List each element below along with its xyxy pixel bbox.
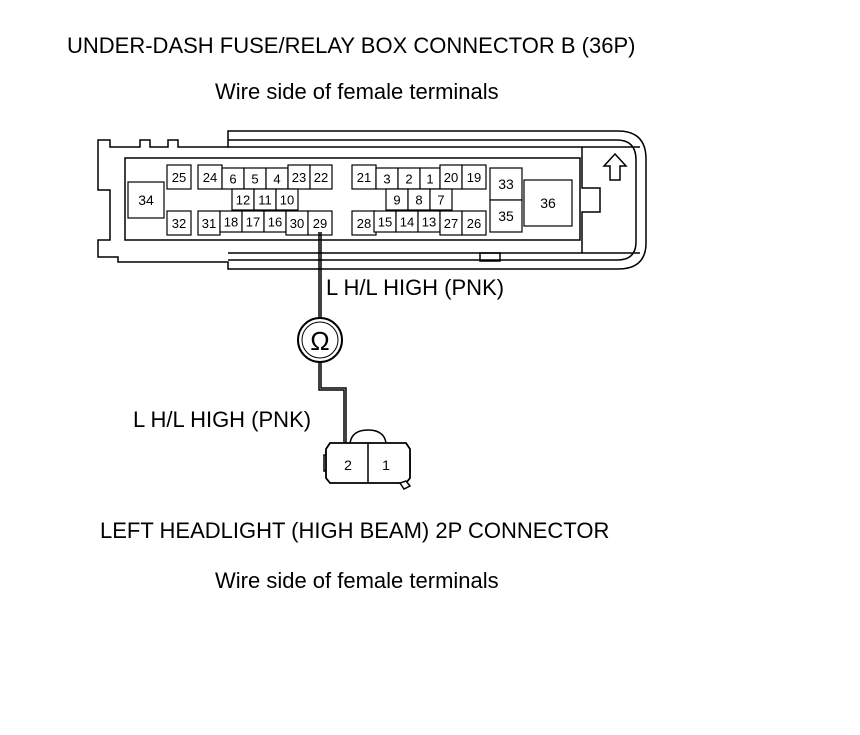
pin-20: 20 bbox=[439, 164, 463, 190]
pin-label: 16 bbox=[268, 215, 282, 230]
pin-label: 3 bbox=[383, 172, 390, 187]
pin-label: 10 bbox=[280, 193, 294, 208]
pin-label: 31 bbox=[202, 216, 216, 231]
headlight-connector-title: LEFT HEADLIGHT (HIGH BEAM) 2P CONNECTOR bbox=[100, 518, 610, 543]
pin-26: 26 bbox=[461, 210, 487, 236]
pin-label: 2 bbox=[405, 172, 412, 187]
wire-label-bottom: L H/L HIGH (PNK) bbox=[133, 407, 312, 432]
pin-label: 17 bbox=[246, 215, 260, 230]
pin-27: 27 bbox=[439, 210, 463, 236]
pin-19: 19 bbox=[461, 164, 487, 190]
pin-12: 12 bbox=[231, 188, 255, 211]
pin-24: 24 bbox=[197, 164, 223, 190]
pin-36: 36 bbox=[523, 179, 573, 227]
pin-label: 19 bbox=[467, 170, 481, 185]
pin-label: 12 bbox=[236, 193, 250, 208]
pin-label: 28 bbox=[357, 216, 371, 231]
pin-label: 30 bbox=[290, 216, 304, 231]
pin-16: 16 bbox=[263, 210, 287, 233]
pin-label: 21 bbox=[357, 170, 371, 185]
pin-label: 9 bbox=[393, 193, 400, 208]
pin-2: 2 bbox=[397, 167, 421, 190]
pin-label: 13 bbox=[422, 215, 436, 230]
pin-label: 18 bbox=[224, 215, 238, 230]
pin-21: 21 bbox=[351, 164, 377, 190]
connector-b-title: UNDER-DASH FUSE/RELAY BOX CONNECTOR B (3… bbox=[67, 33, 636, 58]
headlight-pin-1: 1 bbox=[382, 457, 390, 473]
pin-label: 14 bbox=[400, 215, 414, 230]
connector-b-rim bbox=[228, 139, 637, 261]
pin-label: 7 bbox=[437, 193, 444, 208]
pin-22: 22 bbox=[309, 164, 333, 190]
pin-label: 36 bbox=[540, 195, 556, 211]
pin-31: 31 bbox=[197, 210, 221, 236]
pin-label: 27 bbox=[444, 216, 458, 231]
pin-30: 30 bbox=[285, 210, 309, 236]
pin-label: 11 bbox=[258, 193, 272, 208]
pin-33: 33 bbox=[489, 167, 523, 201]
pin-13: 13 bbox=[417, 210, 441, 233]
wire-to-pin-29 bbox=[318, 232, 322, 318]
pin-1: 1 bbox=[419, 167, 441, 190]
pin-label: 35 bbox=[498, 208, 514, 224]
pin-35: 35 bbox=[489, 199, 523, 233]
pin-10: 10 bbox=[275, 188, 299, 211]
pin-7: 7 bbox=[429, 188, 453, 211]
wire-to-headlight bbox=[318, 362, 347, 447]
pin-17: 17 bbox=[241, 210, 265, 233]
pin-29: 29 bbox=[307, 210, 333, 236]
pin-23: 23 bbox=[287, 164, 311, 190]
pin-label: 34 bbox=[138, 192, 154, 208]
pin-label: 5 bbox=[251, 172, 258, 187]
pin-14: 14 bbox=[395, 210, 419, 233]
up-arrow-icon bbox=[602, 152, 628, 181]
pin-9: 9 bbox=[385, 188, 409, 211]
headlight-connector-subtitle: Wire side of female terminals bbox=[215, 568, 499, 593]
pin-15: 15 bbox=[373, 210, 397, 233]
pin-label: 8 bbox=[415, 193, 422, 208]
pin-label: 6 bbox=[229, 172, 236, 187]
pin-label: 15 bbox=[378, 215, 392, 230]
pin-28: 28 bbox=[351, 210, 377, 236]
connector-b-housing bbox=[97, 130, 647, 270]
pin-18: 18 bbox=[219, 210, 243, 233]
ohm-symbol: Ω bbox=[310, 326, 329, 356]
pin-label: 1 bbox=[426, 172, 433, 187]
pin-label: 29 bbox=[313, 216, 327, 231]
pin-label: 24 bbox=[203, 170, 217, 185]
pin-34: 34 bbox=[127, 181, 165, 219]
connector-b-pin-area bbox=[124, 157, 581, 241]
headlight-pin-2: 2 bbox=[344, 457, 352, 473]
pin-6: 6 bbox=[221, 167, 245, 190]
pin-label: 25 bbox=[172, 170, 186, 185]
pin-5: 5 bbox=[243, 167, 267, 190]
headlight-2p-connector bbox=[323, 429, 412, 490]
pin-8: 8 bbox=[407, 188, 431, 211]
pin-label: 26 bbox=[467, 216, 481, 231]
ohmmeter-icon: Ω bbox=[297, 317, 343, 363]
connector-b-bottom-tab bbox=[479, 252, 501, 262]
pin-label: 23 bbox=[292, 170, 306, 185]
connector-b-subtitle: Wire side of female terminals bbox=[215, 79, 499, 104]
pin-25: 25 bbox=[166, 164, 192, 190]
pin-3: 3 bbox=[375, 167, 399, 190]
pin-11: 11 bbox=[253, 188, 277, 211]
pin-label: 32 bbox=[172, 216, 186, 231]
pin-32: 32 bbox=[166, 210, 192, 236]
pin-label: 20 bbox=[444, 170, 458, 185]
connector-b-right-notches bbox=[581, 147, 601, 253]
pin-label: 4 bbox=[273, 172, 280, 187]
pin-label: 33 bbox=[498, 176, 514, 192]
pin-label: 22 bbox=[314, 170, 328, 185]
pin-4: 4 bbox=[265, 167, 289, 190]
wire-label-top: L H/L HIGH (PNK) bbox=[326, 275, 505, 300]
